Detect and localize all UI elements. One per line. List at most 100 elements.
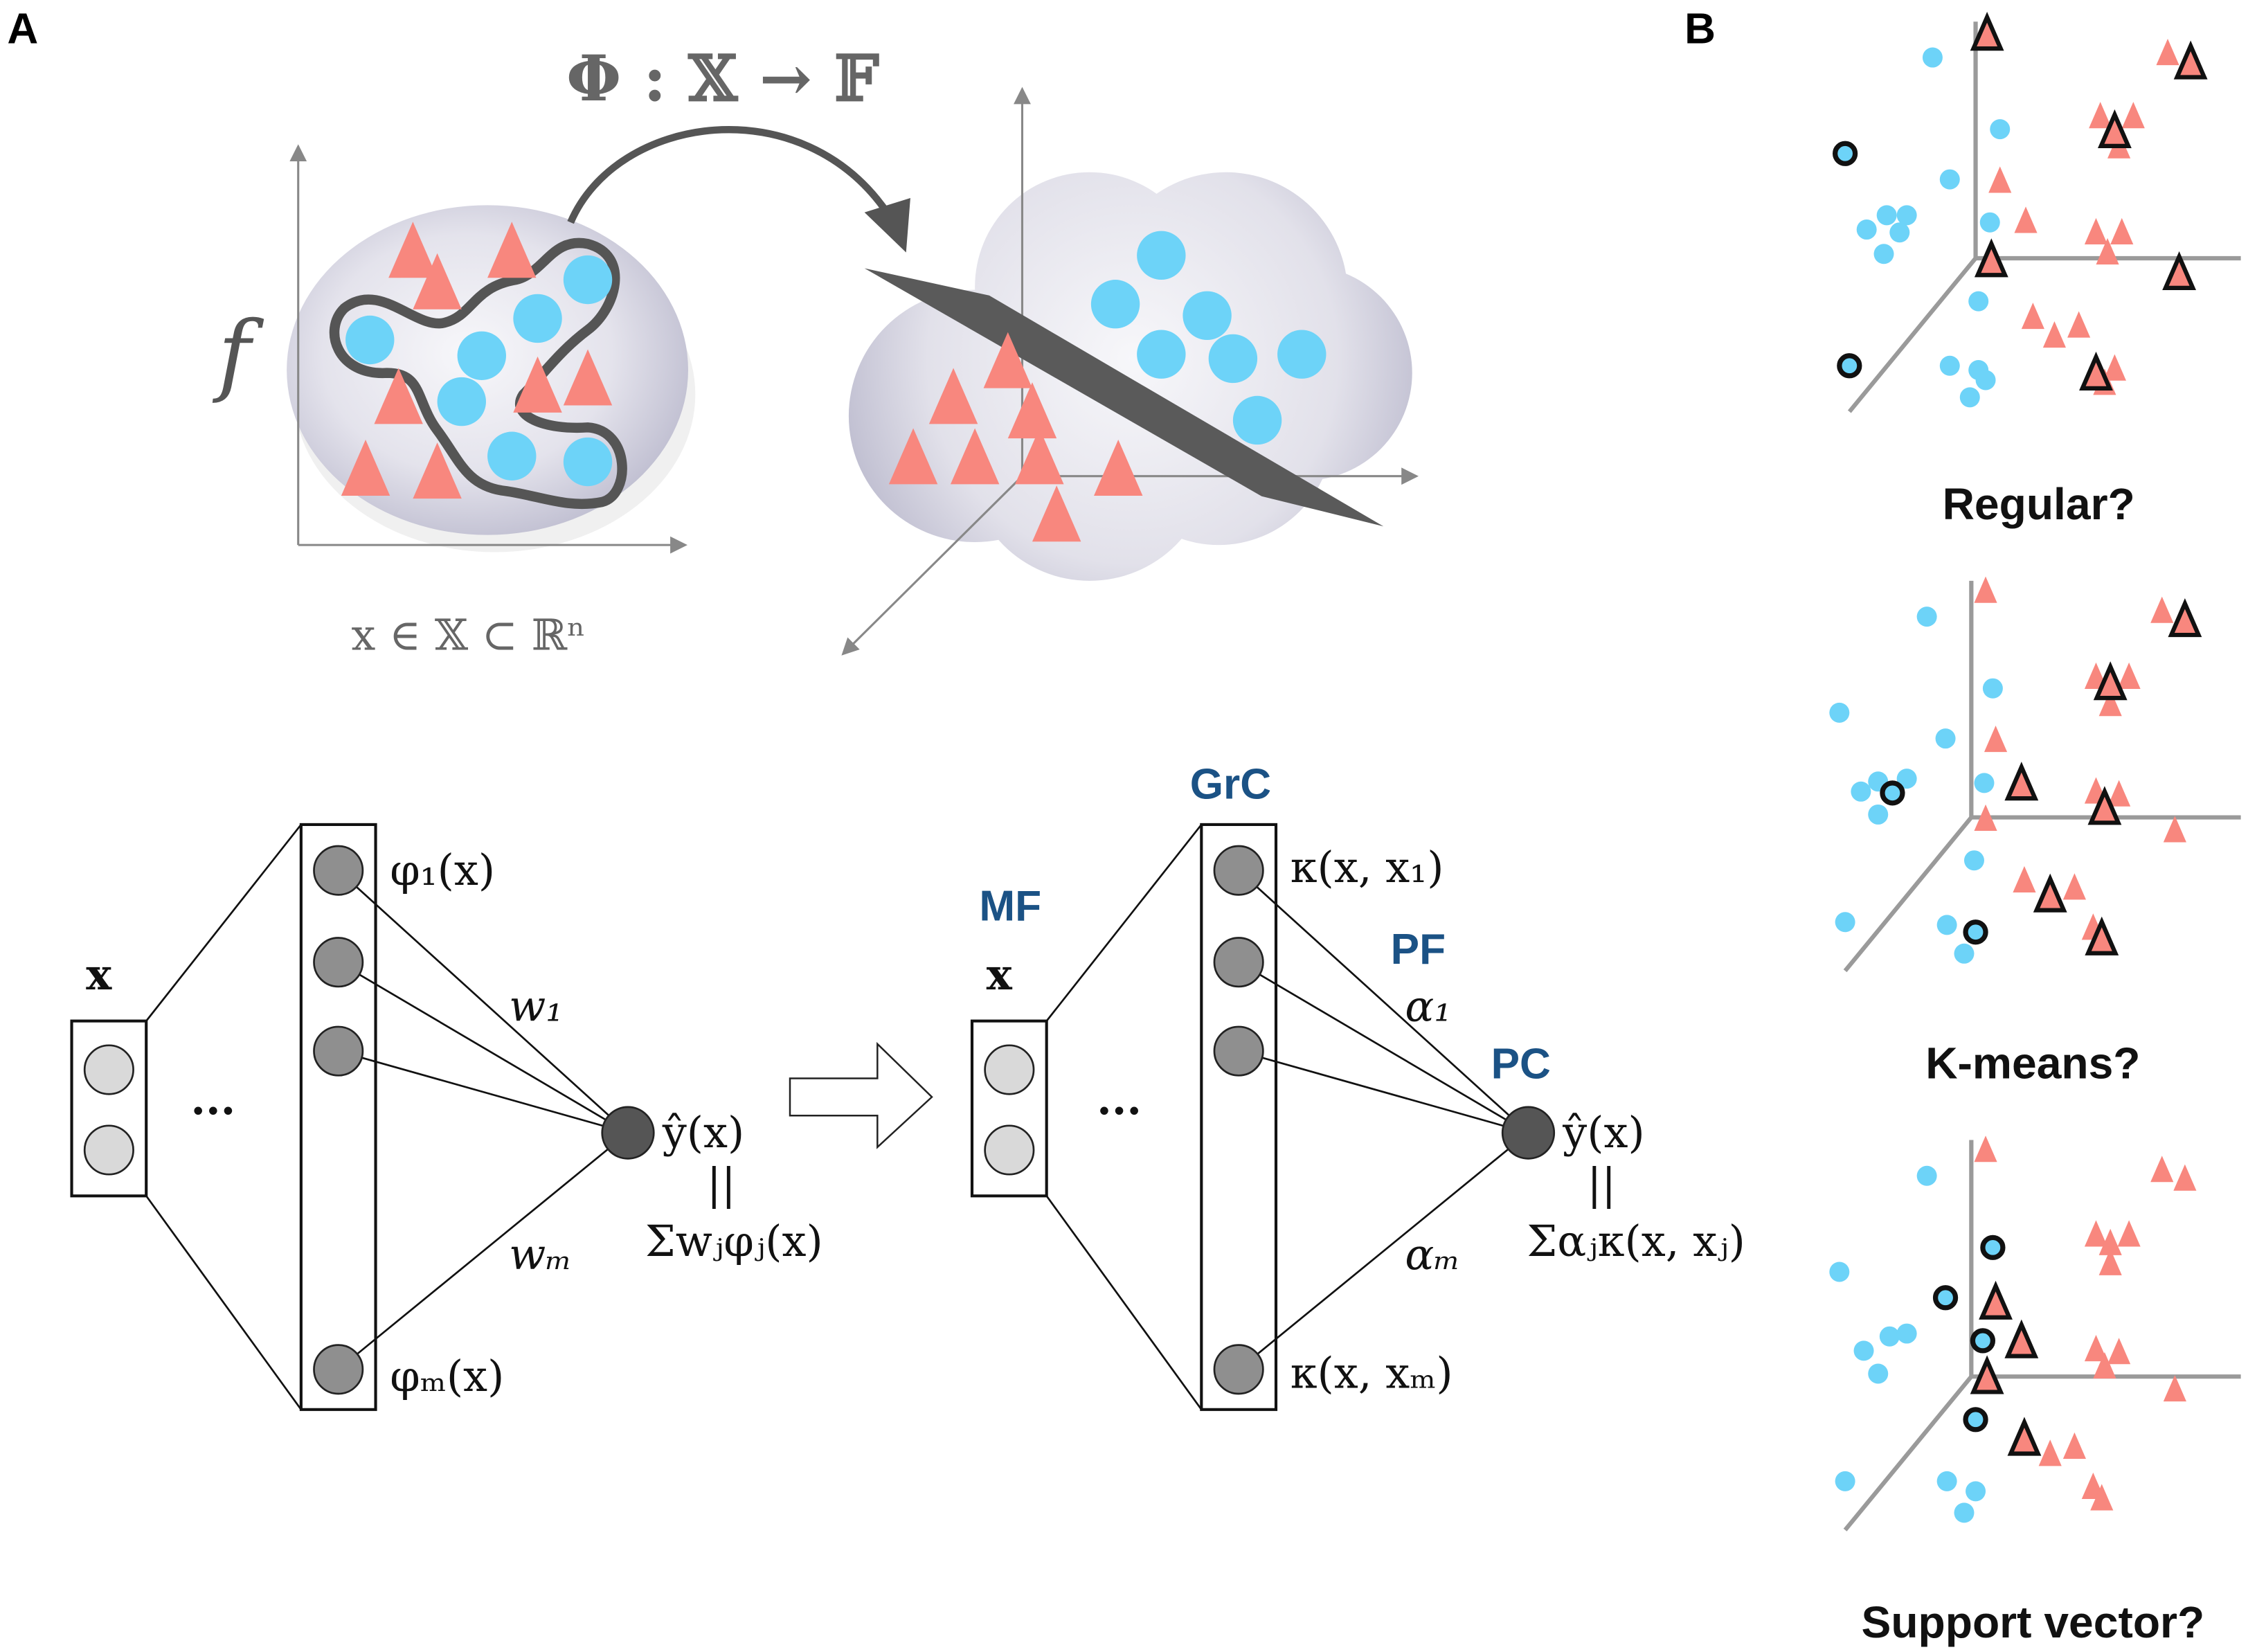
hidden-layer-box: [1200, 823, 1278, 1411]
circle-point: [1939, 169, 1960, 190]
support-triangle: [2004, 1319, 2039, 1358]
triangle-point: [2090, 1484, 2114, 1511]
triangle-point: [2042, 321, 2067, 348]
circle-point: [1975, 370, 1996, 390]
circle-point: [457, 331, 506, 380]
input-space-label: x ∈ 𝕏 ⊂ ℝⁿ: [351, 609, 586, 660]
support-triangle: [2085, 916, 2119, 955]
triangle-point: [2062, 1432, 2087, 1459]
weight-line: [337, 870, 629, 1134]
decision-boundary-curve: [329, 237, 627, 510]
circle-point: [1974, 773, 1995, 793]
triangle-point: [1984, 725, 2008, 753]
connector-line: [1045, 824, 1203, 1022]
circle-point: [1896, 1323, 1917, 1344]
triangle-point: [2117, 662, 2141, 689]
transform-arrow-icon: [789, 1041, 933, 1149]
circle-point: [1090, 280, 1140, 329]
support-circle: [1832, 141, 1858, 166]
hidden-node: [1213, 1025, 1264, 1077]
triangle-point: [2067, 311, 2091, 338]
input-node: [83, 1044, 134, 1095]
triangle-point: [1974, 1135, 1997, 1162]
triangle-point: [2173, 1164, 2197, 1191]
triangle-point: [2110, 217, 2134, 245]
input-node: [984, 1124, 1035, 1176]
triangle-point: [1032, 485, 1081, 542]
circle-point: [1137, 330, 1186, 379]
circle-point: [1208, 334, 1258, 384]
triangle-point: [2150, 596, 2174, 623]
network-left: [70, 823, 655, 1411]
hidden-node: [313, 1344, 364, 1395]
triangle-point: [2107, 1338, 2131, 1365]
circle-point: [1959, 387, 1980, 408]
support-circle: [1963, 1407, 1988, 1433]
triangle-point: [2103, 354, 2126, 381]
kappa-1-label: κ(x, x₁): [1291, 842, 1444, 892]
support-triangle: [1970, 1355, 2004, 1394]
plot-axis: [1843, 1375, 1973, 1532]
triangle-point: [2038, 1439, 2062, 1466]
triangle-point: [1015, 428, 1064, 485]
circle-point: [1896, 205, 1917, 226]
w-1-label: w₁: [509, 981, 563, 1032]
feature-space: [841, 87, 1419, 656]
circle-point: [345, 315, 395, 365]
triangle-point: [2098, 690, 2122, 717]
circle-point: [1856, 219, 1877, 240]
circle-point: [1829, 702, 1850, 723]
triangle-point: [950, 428, 1000, 485]
right-equals: ||: [1587, 1158, 1616, 1209]
left-output-label: ŷ(x): [662, 1107, 745, 1158]
circle-point: [513, 294, 562, 343]
mapping-arrow: [567, 125, 892, 224]
circle-point: [1935, 728, 1956, 749]
triangle-point: [374, 368, 423, 424]
hidden-node: [313, 845, 364, 896]
triangle-point: [513, 356, 562, 413]
triangle-point: [888, 428, 938, 485]
circle-point: [1922, 47, 1943, 68]
panel-label-a: A: [7, 5, 38, 53]
scatter-plot-2: [1829, 576, 2241, 973]
triangle-point: [413, 253, 462, 309]
triangle-point: [563, 349, 613, 406]
support-triangle: [2033, 873, 2067, 913]
support-circle: [1980, 1234, 2006, 1260]
circle-point: [1916, 1165, 1937, 1186]
support-circle: [1880, 780, 1905, 806]
alpha-1-label: α₁: [1405, 981, 1451, 1032]
triangle-point: [1974, 576, 1997, 603]
left-ellipsis: ···: [190, 1086, 235, 1136]
circle-point: [1954, 1502, 1975, 1523]
triangle-point: [2150, 1156, 2174, 1183]
function-label: f: [213, 303, 264, 406]
circle-point: [1990, 119, 2011, 140]
right-output-label: ŷ(x): [1562, 1107, 1645, 1158]
triangle-point: [2156, 39, 2179, 66]
weight-line: [1238, 1050, 1529, 1134]
support-triangle: [2079, 351, 2113, 390]
triangle-point: [1007, 382, 1057, 439]
circle-point: [1939, 355, 1960, 376]
right-input-label: x: [987, 949, 1013, 1000]
support-triangle: [2173, 40, 2208, 80]
kappa-m-label: κ(x, xₘ): [1291, 1348, 1453, 1399]
hidden-node: [1213, 1344, 1264, 1395]
triangle-point: [928, 368, 978, 424]
triangle-point: [2117, 1220, 2141, 1247]
left-equals: ||: [707, 1158, 736, 1209]
support-circle: [1970, 1328, 1996, 1354]
left-input-label: x: [86, 949, 112, 1000]
plot-axis: [1843, 816, 1973, 973]
pc-label: PC: [1491, 1040, 1551, 1088]
triangle-point: [2107, 780, 2131, 807]
panel-label-b: B: [1684, 5, 1716, 53]
right-ellipsis: ···: [1097, 1086, 1142, 1136]
circle-point: [1889, 222, 1910, 243]
network-right: [970, 823, 1556, 1411]
plot-axis: [1847, 256, 1977, 413]
connector-line: [145, 824, 302, 1022]
